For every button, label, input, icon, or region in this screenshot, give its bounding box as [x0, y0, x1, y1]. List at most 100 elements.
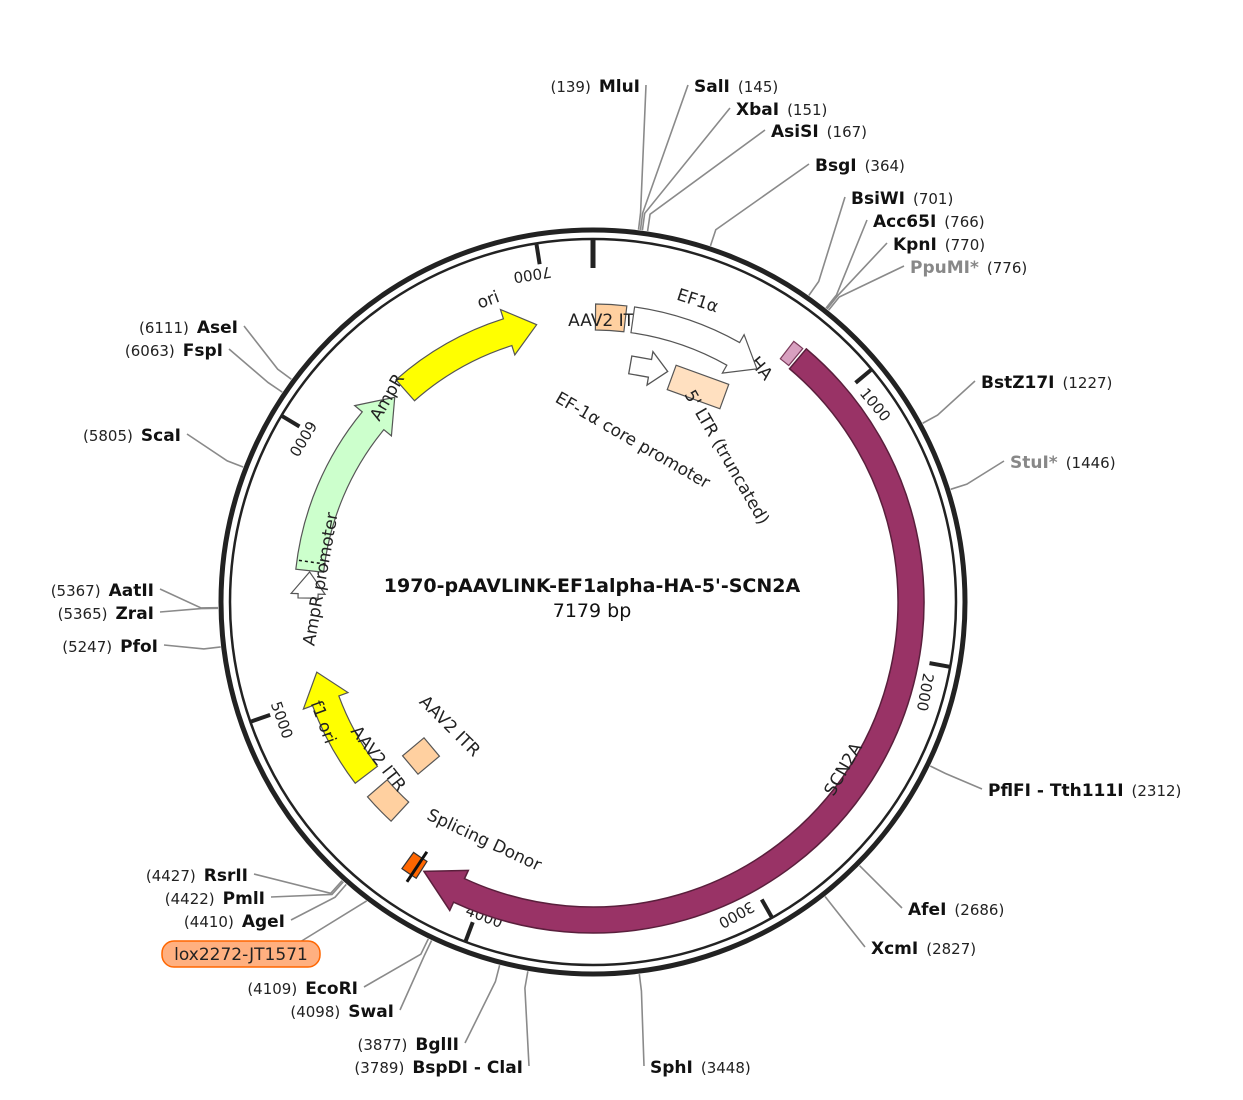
- backbone-inner-circle: [228, 237, 958, 967]
- plasmid-size: 7179 bp: [553, 600, 632, 622]
- leader-zrai: [159, 607, 219, 613]
- leader-bsiwi: [808, 196, 846, 296]
- leader-afei: [859, 865, 903, 909]
- site-position: (2686): [954, 901, 1004, 919]
- leader-ecori: [363, 938, 430, 988]
- site-position: (6063): [125, 342, 175, 360]
- ampr-promoter-feature: [289, 570, 327, 599]
- tick-label: 7000: [512, 263, 553, 287]
- site-position: (3789): [354, 1059, 404, 1077]
- site-sphi: SphI(3448): [650, 1058, 751, 1078]
- ori-feature: [395, 308, 538, 402]
- ef1a-label: EF1α: [674, 285, 721, 317]
- leader-sphi: [638, 974, 645, 1067]
- site-kpni: KpnI (770): [893, 235, 985, 255]
- tick-mark: [281, 414, 301, 429]
- ltr-label: 5' LTR (truncated): [680, 387, 773, 528]
- site-name: XbaI: [736, 100, 779, 120]
- site-stui: StuI*(1446): [1010, 453, 1116, 473]
- site-asei: AseI(6111): [139, 318, 238, 338]
- leader-bglii: [464, 964, 501, 1044]
- site-position: (145): [738, 78, 778, 96]
- leader-sali: [639, 84, 689, 231]
- site-labels: MluI(139)SalI(145)XbaI(151)AsiSI(167)Bsg…: [51, 77, 1182, 1078]
- leader-xcmi: [824, 896, 866, 948]
- tick-mark: [250, 712, 271, 724]
- site-name: RsrII: [204, 866, 248, 886]
- site-fspi: FspI (6063): [125, 341, 223, 361]
- site-agei: AgeI(4410): [184, 912, 285, 932]
- tick-label: 6000: [285, 418, 320, 460]
- site-name: BspDI - ClaI: [412, 1058, 523, 1078]
- site-name: KpnI: [893, 235, 937, 255]
- leader-pmli: [270, 881, 344, 898]
- leader-bspdi-clai: [524, 971, 530, 1067]
- lox-leader: [299, 900, 368, 943]
- splicing-donor-label: Splicing Donor: [424, 805, 545, 875]
- site-position: (770): [945, 236, 985, 254]
- site-position: (4109): [247, 980, 297, 998]
- site-afei: AfeI(2686): [908, 900, 1004, 920]
- site-bsgi: BsgI(364): [815, 156, 905, 176]
- leader-bsgi: [709, 163, 810, 247]
- site-name: PfoI: [120, 637, 158, 657]
- tick-mark: [463, 921, 475, 942]
- site-aatii: AatII(5367): [51, 581, 154, 601]
- site-name: ScaI: [141, 426, 181, 446]
- site-bspdi-clai: BspDI - ClaI (3789): [354, 1058, 523, 1078]
- site-zrai: ZraI(5365): [58, 604, 154, 624]
- ef1a-core-feature: [627, 350, 669, 387]
- site-pflfi-tth111i: PflFI - Tth111I(2312): [988, 781, 1181, 801]
- site-position: (4427): [146, 867, 196, 885]
- site-bsiwi: BsiWI(701): [851, 189, 953, 209]
- ampr-feature: [295, 396, 396, 573]
- leader-scai: [186, 433, 244, 468]
- leader-asei: [243, 325, 292, 380]
- site-rsrii: RsrII (4427): [146, 866, 248, 886]
- site-ppumi: PpuMI*(776): [910, 258, 1027, 278]
- site-name: FspI: [183, 341, 223, 361]
- leader-aatii: [159, 588, 219, 609]
- lox2272-tag: lox2272-JT1571: [161, 940, 321, 968]
- leader-kpni: [826, 242, 888, 310]
- leader-pfoi: [163, 644, 221, 650]
- backbone-ring: [218, 227, 968, 977]
- tick-label: 5000: [267, 699, 297, 741]
- site-acc65i: Acc65I(766): [873, 212, 985, 232]
- site-name: SalI: [694, 77, 730, 97]
- site-name: XcmI: [871, 939, 918, 959]
- site-name: PmlI: [223, 889, 265, 909]
- site-name: AsiSI: [771, 122, 819, 142]
- ef1a-feature: [630, 306, 758, 374]
- splicing-donor-mark: [405, 850, 429, 883]
- site-swai: SwaI(4098): [290, 1002, 394, 1022]
- aav2-itr-mid-feature: [401, 736, 441, 776]
- site-name: AatII: [109, 581, 154, 601]
- site-position: (2312): [1132, 782, 1182, 800]
- ltr-feature: [666, 364, 730, 410]
- leader-ppumi: [827, 265, 905, 311]
- site-name: BglII: [415, 1035, 459, 1055]
- site-position: (5247): [62, 638, 112, 656]
- site-bglii: BglII(3877): [358, 1035, 460, 1055]
- site-sali: SalI (145): [694, 77, 778, 97]
- leader-rsrii: [253, 873, 343, 895]
- site-position: (167): [827, 123, 867, 141]
- tick-mark: [854, 368, 873, 385]
- site-xbai: XbaI(151): [736, 100, 827, 120]
- site-name: AgeI: [242, 912, 285, 932]
- leader-mlui: [637, 84, 647, 230]
- site-name: MluI: [599, 77, 640, 97]
- site-name: PpuMI*: [910, 258, 979, 278]
- site-scai: ScaI(5805): [83, 426, 181, 446]
- site-pmli: PmlI(4422): [165, 889, 265, 909]
- site-xcmi: XcmI(2827): [871, 939, 976, 959]
- tick-mark: [534, 244, 542, 265]
- site-name: BstZ17I: [981, 373, 1055, 393]
- leader-agei: [290, 883, 347, 921]
- site-position: (766): [944, 213, 984, 231]
- site-name: EcoRI: [305, 979, 358, 999]
- ori-label: ori: [474, 287, 502, 313]
- aav2-itr-low-feature: [366, 778, 410, 823]
